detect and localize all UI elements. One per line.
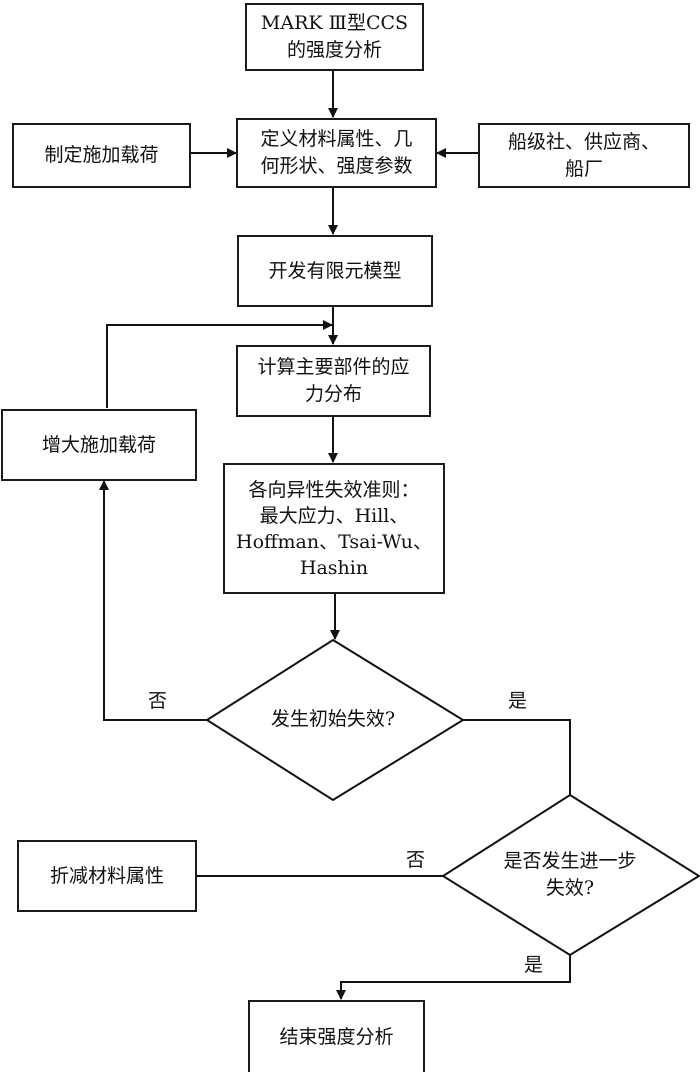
arrow-no-to-increase-load — [99, 480, 207, 721]
reduce-properties-node: 折减材料属性 — [17, 840, 197, 912]
end-analysis-node: 结束强度分析 — [248, 1000, 425, 1072]
define-params-node: 定义材料属性、几 何形状、强度参数 — [236, 118, 437, 188]
failure-criteria-node: 各向异性失效准则： 最大应力、Hill、 Hoffman、Tsai-Wu、 Ha… — [223, 463, 445, 594]
label-yes-further: 是 — [524, 954, 544, 976]
title-node: MARK Ⅲ型CCS 的强度分析 — [245, 3, 424, 71]
stress-distribution-node: 计算主要部件的应 力分布 — [236, 345, 431, 417]
apply-load-node: 制定施加载荷 — [12, 123, 191, 188]
label-yes-initial: 是 — [508, 690, 528, 712]
label-no-initial: 否 — [148, 690, 168, 712]
label-no-further: 否 — [406, 849, 426, 871]
arrow-yes-to-end — [336, 955, 571, 1000]
arrow-increase-load-loop — [106, 320, 333, 408]
sources-node: 船级社、供应商、 船厂 — [478, 123, 690, 188]
decision-initial-failure-text: 发生初始失效? — [270, 708, 396, 730]
increase-load-node: 增大施加载荷 — [1, 409, 197, 481]
fe-model-node: 开发有限元模型 — [237, 235, 433, 307]
decision-further-failure-text: 是否发生进一步 失效? — [503, 850, 637, 899]
decision-initial-failure-shape — [205, 638, 465, 802]
line-yes-to-further-decision — [463, 719, 571, 795]
